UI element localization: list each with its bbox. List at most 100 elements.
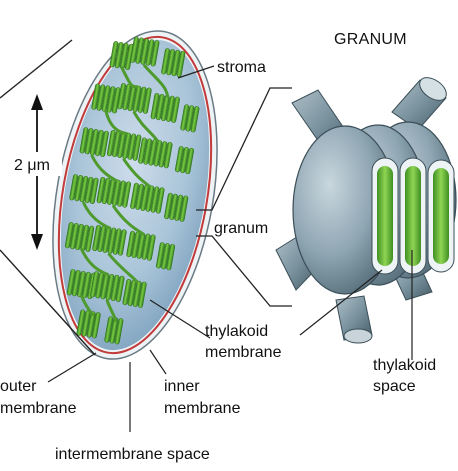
granum-stack <box>96 176 132 208</box>
thylakoid-disc <box>122 278 132 306</box>
thylakoid-disc <box>122 181 132 208</box>
thylakoid-disc <box>145 39 155 66</box>
granum-stack <box>92 224 127 256</box>
granum-stack <box>130 36 160 67</box>
thylakoid-disc <box>169 193 179 220</box>
stroma-lamella <box>90 154 118 183</box>
label-scale: 2 μm <box>14 157 50 174</box>
granum-stack <box>175 146 195 175</box>
thylakoid-disc <box>180 104 190 131</box>
label-thylakoid-membrane-line1: thylakoid <box>205 323 268 340</box>
thylakoid-disc <box>135 183 145 210</box>
thylakoid-disc <box>150 93 160 120</box>
thylakoid-disc <box>138 137 147 164</box>
stroma-lamella <box>120 66 139 89</box>
label-granum: granum <box>214 220 268 237</box>
label-inner-membrane-line2: membrane <box>164 400 241 417</box>
thylakoid-disc <box>146 234 156 261</box>
thylakoid-disc <box>179 195 189 222</box>
thylakoid-disc <box>109 41 119 68</box>
granum-stack <box>91 83 121 114</box>
granum-stack <box>104 316 124 345</box>
granum-stack <box>156 242 176 271</box>
thylakoid-disc <box>106 86 116 113</box>
leader-thylakoid-membrane <box>149 299 211 339</box>
thylakoid-disc <box>140 38 150 65</box>
granum-stack <box>164 192 189 222</box>
thylakoid-disc <box>132 280 142 307</box>
thylakoid-disc <box>101 177 111 205</box>
thylakoid-disc <box>64 222 74 249</box>
thylakoid-disc <box>171 49 181 77</box>
thylakoid-disc <box>176 50 186 78</box>
thylakoid-disc <box>155 93 165 121</box>
thylakoid-disc <box>91 83 101 110</box>
thylakoid-disc <box>110 274 120 302</box>
thylakoid-disc <box>117 83 127 110</box>
granum-illustration <box>275 77 457 344</box>
stroma-lamella <box>82 201 112 230</box>
thylakoid-disc <box>74 175 84 202</box>
label-stroma: stroma <box>217 59 266 76</box>
thylakoid-disc <box>96 84 106 111</box>
stroma-lamella <box>132 111 160 143</box>
projection-line-bottom <box>0 249 96 356</box>
granum-stack <box>69 174 99 204</box>
thylakoid-lumens <box>371 157 455 275</box>
label-intermembrane-space: intermembrane space <box>55 446 210 463</box>
thylakoid-disc <box>150 40 160 67</box>
thylakoid-disc <box>132 134 142 161</box>
thylakoid-disc <box>127 133 137 160</box>
thylakoid-disc <box>137 281 147 308</box>
granum-stack <box>138 137 173 169</box>
thylakoid-disc <box>150 186 160 213</box>
thylakoid-disc <box>166 95 175 122</box>
thylakoid-disc <box>70 223 79 250</box>
thylakoid-disc <box>92 224 102 252</box>
granum-stack <box>180 104 200 133</box>
thylakoid-disc <box>166 49 176 76</box>
thylakoid-disc <box>82 271 91 299</box>
leader-outer-membrane <box>47 352 97 383</box>
thylakoid-disc <box>79 175 89 203</box>
thylakoid-disc <box>76 309 86 336</box>
label-outer-membrane-line1: outer <box>0 378 37 395</box>
stroma-lamella <box>107 252 139 284</box>
thylakoid-disc <box>130 182 139 210</box>
thylakoid-disc <box>171 96 180 123</box>
thylakoid-disc <box>114 318 124 345</box>
thylakoid-disc <box>137 86 147 113</box>
granum-stack <box>106 130 142 161</box>
granum-stack <box>66 269 97 299</box>
thylakoid-disc <box>101 85 111 112</box>
thylakoid-network <box>64 36 200 345</box>
thylakoid-disc <box>114 42 124 69</box>
thylakoid-disc <box>143 138 153 165</box>
thylakoid-disc <box>126 230 136 258</box>
leader-stroma <box>177 65 215 79</box>
thylakoid-disc <box>164 192 173 220</box>
thylakoid-disc <box>94 129 104 157</box>
granum-stack <box>109 41 134 71</box>
granum-stack <box>150 93 180 123</box>
thylakoid-disc <box>166 244 176 271</box>
thylakoid-disc <box>130 36 139 63</box>
thylakoid-disc <box>106 130 116 157</box>
thylakoid-disc <box>66 269 76 296</box>
granum-stack <box>79 127 109 158</box>
thylakoid-disc <box>185 105 195 132</box>
stroma-lamella <box>105 299 118 323</box>
granum-stack <box>90 271 125 302</box>
thylakoid-disc <box>145 185 155 212</box>
thylakoid-disc <box>104 316 114 343</box>
leader-inner-membrane <box>149 349 167 375</box>
granum-stack <box>161 48 186 78</box>
thylakoid-disc <box>112 228 122 255</box>
stroma-lamella <box>80 294 95 316</box>
projection-line-top <box>0 39 73 99</box>
stroma-lamella <box>80 248 110 276</box>
inner-membrane <box>57 35 213 355</box>
thylakoid-disc <box>185 147 195 175</box>
thylakoid-disc <box>141 233 151 260</box>
